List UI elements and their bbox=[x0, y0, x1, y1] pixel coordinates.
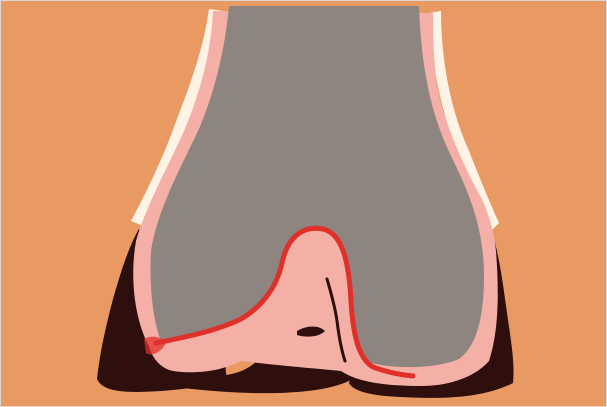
tooth-illustration bbox=[1, 1, 606, 406]
illustration-frame bbox=[0, 0, 607, 407]
